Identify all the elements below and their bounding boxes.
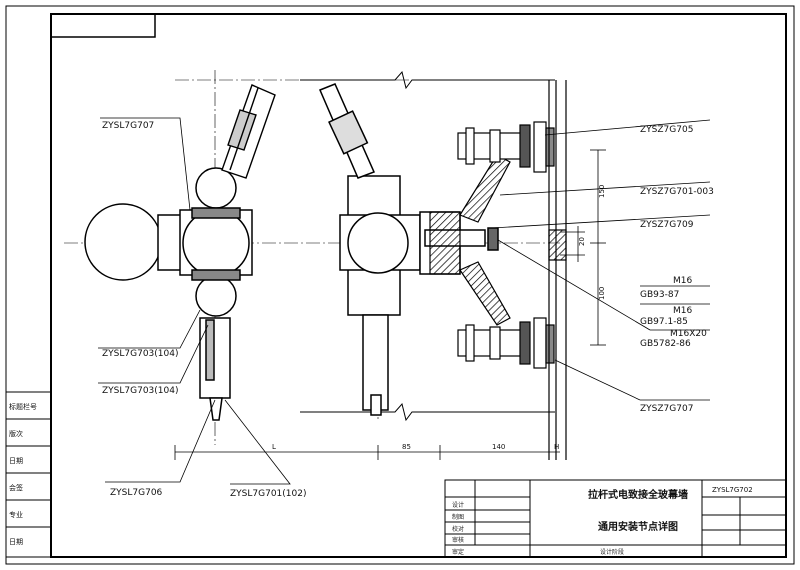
label-l5: ZYSL7G701(102) — [230, 489, 306, 499]
side-item-6: 日期 — [9, 538, 23, 546]
corner-stamp-box — [50, 13, 156, 38]
tb-bottom-field: 设计阶段 — [600, 548, 624, 556]
label-r5: GB93-87 — [640, 290, 679, 300]
side-item-1: 标题栏号 — [9, 402, 37, 411]
spider-arms — [429, 154, 511, 326]
dim-100: 100 — [598, 287, 606, 300]
right-leaders — [491, 119, 711, 401]
dim-140: 140 — [492, 443, 505, 451]
dim-20: 20 — [578, 237, 586, 246]
upper-fitting — [457, 121, 555, 173]
dim-85: 85 — [402, 443, 411, 451]
side-item-5: 专业 — [9, 510, 23, 519]
label-r3: ZYSZ7G709 — [640, 220, 694, 230]
tb-field-5: 审定 — [452, 548, 464, 556]
label-r7: GB97.1-85 — [640, 317, 688, 327]
left-leaders — [98, 117, 291, 485]
tb-field-1: 设计 — [452, 501, 464, 509]
side-item-2: 版次 — [9, 429, 23, 438]
side-strip: 标题栏号 版次 日期 会签 专业 日期 — [5, 391, 52, 558]
label-l2: ZYSL7G703(104) — [102, 349, 178, 359]
dim-150: 150 — [598, 185, 606, 198]
left-spider-node — [84, 167, 253, 421]
label-r2: ZYSZ7G701-003 — [640, 187, 714, 197]
side-item-3: 日期 — [9, 457, 23, 465]
label-r9: GB5782-86 — [640, 339, 691, 349]
center-hub — [319, 83, 421, 416]
label-l4: ZYSL7G706 — [110, 488, 163, 498]
label-l3: ZYSL7G703(104) — [102, 386, 178, 396]
label-r10: ZYSZ7G707 — [640, 404, 693, 414]
lower-fitting — [457, 317, 555, 369]
outer-frame — [5, 5, 795, 565]
label-r8: M16X20 — [670, 329, 707, 339]
drawing-code: ZYSL7G702 — [712, 486, 753, 494]
glass-panels — [548, 80, 567, 460]
label-l1: ZYSL7G707 — [102, 121, 154, 131]
label-r6: M16 — [673, 306, 692, 316]
tb-field-4: 审核 — [452, 536, 464, 544]
tb-field-2: 制图 — [452, 513, 464, 521]
title-line2: 通用安装节点详图 — [598, 520, 678, 533]
upper-rod-left — [221, 84, 276, 179]
dim-H: H — [554, 443, 559, 451]
label-r1: ZYSZ7G705 — [640, 125, 693, 135]
title-block — [444, 479, 787, 558]
tb-field-3: 校对 — [452, 525, 464, 533]
title-line1: 拉杆式电致接全玻幕墙 — [588, 488, 688, 501]
side-item-4: 会签 — [9, 483, 23, 492]
dim-L: L — [272, 443, 276, 451]
inner-frame — [50, 13, 787, 558]
dimensions — [174, 149, 606, 460]
label-r4: M16 — [673, 276, 692, 286]
